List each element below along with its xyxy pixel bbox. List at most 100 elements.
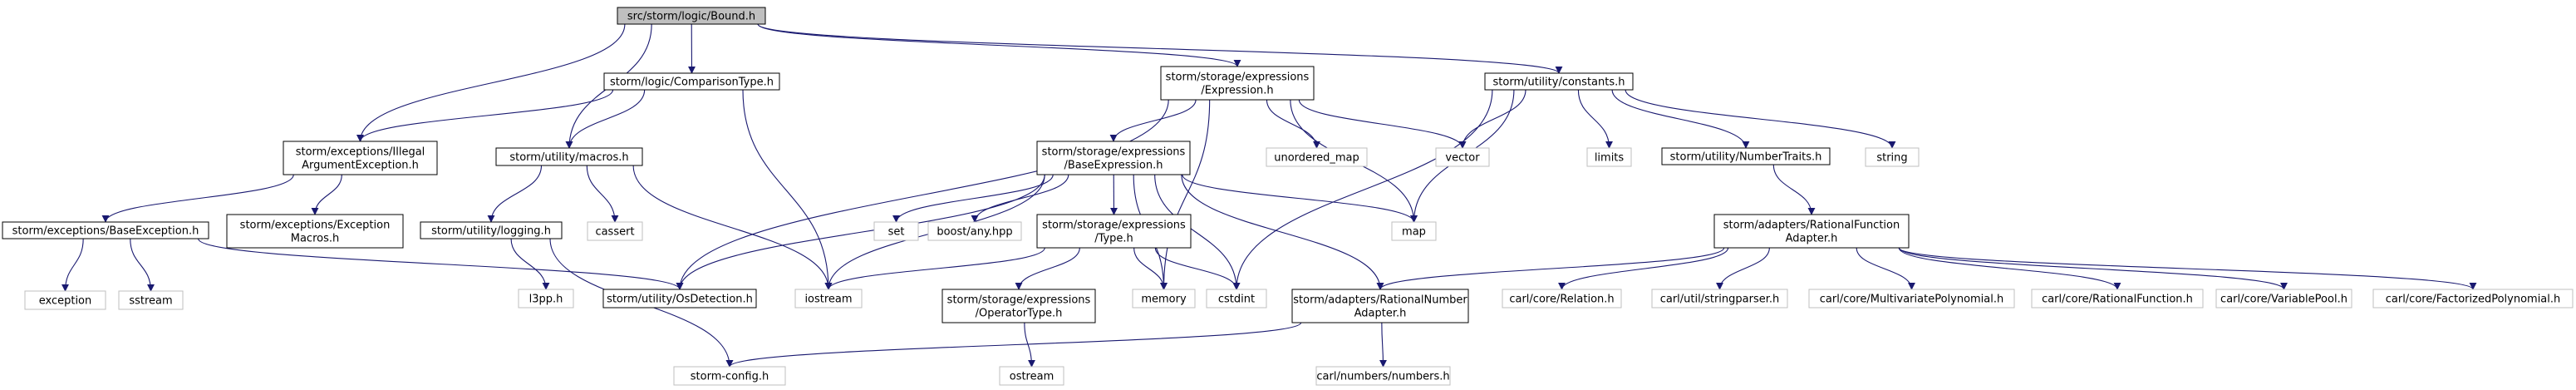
node-logging[interactable]: storm/utility/logging.h — [420, 221, 563, 239]
node-stringparser: carl/util/stringparser.h — [1651, 289, 1788, 309]
node-expression[interactable]: storm/storage/expressions/Expression.h — [1160, 66, 1315, 101]
node-label: storm/storage/expressions — [1166, 72, 1310, 84]
edge-expression-to-memory — [1160, 99, 1211, 290]
node-label: storm/utility/logging.h — [431, 225, 551, 238]
edge-comptype-to-iostream — [742, 89, 833, 290]
node-box — [1651, 289, 1788, 309]
node-label: cstdint — [1218, 294, 1255, 306]
node-label: storm/adapters/RationalNumber — [1293, 294, 1467, 307]
node-osdetect[interactable]: storm/utility/OsDetection.h — [602, 289, 757, 309]
node-box — [587, 221, 643, 241]
node-box — [1865, 147, 1920, 167]
edge-baseexpr-to-boostany — [971, 174, 1069, 223]
node-comptype[interactable]: storm/logic/ComparisonType.h — [603, 72, 780, 91]
edge-baseexpr-to-osdetect — [676, 174, 1045, 290]
node-label: storm/adapters/RationalFunction — [1723, 220, 1900, 232]
node-box — [1502, 289, 1622, 309]
node-box — [1206, 289, 1267, 309]
node-label: cassert — [595, 226, 634, 239]
node-box — [673, 366, 786, 386]
node-label: carl/util/stringparser.h — [1660, 294, 1780, 306]
node-label: carl/core/Relation.h — [1509, 294, 1614, 306]
node-constants[interactable]: storm/utility/constants.h — [1484, 72, 1634, 91]
node-typeh[interactable]: storm/storage/expressions/Type.h — [1036, 214, 1192, 249]
node-label: storm/utility/OsDetection.h — [607, 294, 753, 306]
edge-logging-to-l3pp — [510, 238, 550, 290]
node-box — [1713, 214, 1910, 249]
node-box — [1291, 289, 1469, 323]
node-label: storm/utility/NumberTraits.h — [1670, 151, 1822, 164]
edge-expression-to-unordmap — [1266, 99, 1320, 149]
node-box — [1808, 289, 2015, 309]
node-numbertraits[interactable]: storm/utility/NumberTraits.h — [1661, 147, 1831, 165]
node-cstdint: cstdint — [1206, 289, 1267, 309]
node-label: /Type.h — [1094, 233, 1133, 245]
node-illegal[interactable]: storm/exceptions/IllegalArgumentExceptio… — [283, 141, 438, 175]
node-label: memory — [1141, 294, 1187, 306]
edge-typeh-to-iostream — [824, 247, 1045, 290]
edge-baseexpr-to-map — [1182, 174, 1418, 223]
node-ratfunc: carl/core/RationalFunction.h — [2031, 289, 2204, 309]
node-label: storm/storage/expressions — [947, 294, 1091, 307]
node-label: Macros.h — [291, 233, 340, 245]
node-label: vector — [1445, 152, 1480, 165]
edge-constants-to-string — [1625, 89, 1896, 149]
node-label: carl/core/RationalFunction.h — [2042, 294, 2193, 306]
node-label: storm/storage/expressions — [1042, 146, 1186, 159]
node-box — [941, 289, 1096, 323]
edge-expression-to-baseexpr — [1109, 99, 1197, 142]
node-label: /Expression.h — [1201, 85, 1273, 97]
node-sstream: sstream — [118, 290, 184, 310]
node-box — [2, 221, 209, 239]
node-cassert: cassert — [587, 221, 643, 241]
node-baseexc[interactable]: storm/exceptions/BaseException.h — [2, 221, 209, 239]
node-label: storm/exceptions/BaseException.h — [12, 225, 199, 238]
edge-constants-to-limits — [1577, 89, 1613, 149]
node-box — [2215, 289, 2352, 309]
node-vector: vector — [1435, 147, 1490, 167]
node-label: set — [888, 226, 905, 239]
node-optype[interactable]: storm/storage/expressions/OperatorType.h — [941, 289, 1096, 323]
edge-ratfuncadapter-to-relation — [1558, 247, 1729, 290]
node-label: src/storm/logic/Bound.h — [627, 11, 755, 23]
node-box — [927, 221, 1022, 241]
node-box — [1435, 147, 1490, 167]
node-box — [118, 290, 184, 310]
edge-macros-to-cassert — [586, 165, 619, 223]
node-label: /BaseExpression.h — [1064, 160, 1163, 172]
edge-ratnumadapter-to-stormconfig — [725, 322, 1302, 368]
edge-constants-to-vector — [1458, 89, 1526, 149]
node-l3pp: l3pp.h — [518, 289, 574, 309]
node-macros[interactable]: storm/utility/macros.h — [495, 147, 643, 166]
node-box — [24, 290, 106, 310]
node-box — [420, 221, 563, 239]
node-carlnumbers: carl/numbers/numbers.h — [1315, 366, 1451, 386]
node-box — [617, 7, 766, 25]
edge-bound-to-expression — [757, 23, 1241, 67]
node-label: storm-config.h — [691, 371, 769, 383]
node-iostream: iostream — [794, 289, 863, 309]
node-box — [1036, 214, 1192, 249]
edge-optype-to-ostream — [1024, 322, 1035, 368]
node-box — [794, 289, 863, 309]
edge-macros-to-iostream — [632, 165, 833, 290]
edge-constants-to-numbertraits — [1611, 89, 1750, 149]
node-label: storm/exceptions/Exception — [240, 220, 391, 232]
edge-numbertraits-to-ratfuncadapter — [1772, 164, 1816, 215]
edge-bound-to-illegal — [356, 23, 626, 142]
node-box — [2372, 289, 2574, 309]
node-box — [873, 221, 919, 241]
node-limits: limits — [1586, 147, 1632, 167]
node-bound[interactable]: src/storm/logic/Bound.h — [617, 7, 766, 25]
node-label: ArgumentException.h — [302, 160, 419, 172]
edge-expression-to-vector — [1298, 99, 1467, 149]
node-label: carl/core/FactorizedPolynomial.h — [2386, 294, 2561, 306]
edge-baseexpr-to-ratnumadapter — [1181, 174, 1384, 290]
node-exception: exception — [24, 290, 106, 310]
node-baseexpr[interactable]: storm/storage/expressions/BaseExpression… — [1036, 141, 1191, 175]
node-box — [1391, 221, 1437, 241]
